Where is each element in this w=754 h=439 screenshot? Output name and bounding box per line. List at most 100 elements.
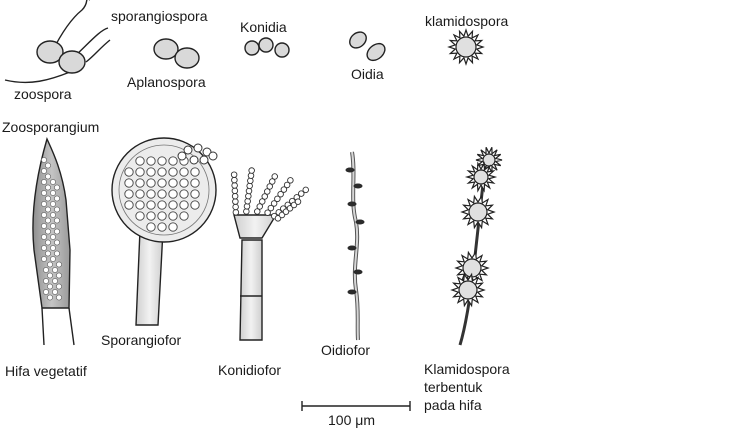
sporangiospore-dot [146,178,156,188]
aplanospore-cell [153,38,179,60]
sporangiospore-dot [179,178,189,188]
zoospore-dot [56,294,62,301]
oidium-mark [347,201,357,207]
conidium-in-chain [294,198,302,205]
sporangiospore-dot [157,189,167,199]
conidium-in-chain [231,192,239,200]
zoospore-dot [45,250,51,257]
conidium-in-chain [269,178,276,185]
sporangiospore-dot [157,222,167,232]
label-sporangiofor: Sporangiofor [101,332,182,348]
sporangiospore-dot [179,211,189,221]
aplanospore-cell [174,47,200,69]
conidiophore-stalk [239,239,263,341]
zoospore-dots [41,157,62,301]
conidium-in-chain [231,176,238,184]
sporangiospore-dot [124,178,134,188]
klamidospora-figure [447,28,485,66]
zoospore-dot [45,195,51,202]
conidium-in-chain [231,187,239,195]
hypha-stalk [41,307,75,346]
conidium [258,37,274,53]
oidium-mark [347,245,357,251]
sporangiospore-dot [124,167,134,177]
label-klamidospora: klamidospora [425,13,508,29]
conidium-in-chain [256,203,264,210]
sporangiospore-dot [157,178,167,188]
zoospore-dot [50,190,56,196]
flagellum [4,71,71,84]
oidia-on-hypha [345,167,365,295]
zoospora-figure [4,0,111,84]
sporangiofor-figure [111,137,218,326]
released-spore [193,143,203,153]
zoospore-dot [54,195,60,202]
oidia-figure [349,31,386,62]
conidium-in-chain [232,203,239,211]
conidium-in-chain [248,167,255,174]
conidium-in-chain [270,200,278,207]
sporangiospore-dot [168,167,178,177]
conidium-in-chain [232,198,239,205]
zoospore-dot [47,261,53,268]
sporangiospore-dot [135,200,145,210]
label-zoosporangium: Zoosporangium [2,119,99,135]
oidium-mark [355,219,365,225]
zoospore-dot [41,245,47,251]
zoospore-dot [41,190,47,196]
zoospore-dot [54,206,60,213]
conidium-in-chain [287,177,294,184]
chlamydospore-chain [450,147,503,308]
zoospore-dot [54,250,60,257]
sporangiospore-dot [146,200,156,210]
zoospore-dot [41,234,47,240]
oidium-mark [353,269,363,275]
conidium-in-chain [267,204,275,212]
zoospore-dot [43,267,49,273]
label-oidia: Oidia [351,66,384,82]
sporangiospore-dot [135,156,145,166]
zoospore-dot [41,212,47,218]
zoospore-dot [54,184,60,191]
zoospore-dot [52,267,58,273]
label-sporangiospora: sporangiospora [111,8,208,24]
sporangiospore-dot [124,189,134,199]
zoospore-dot [41,157,47,163]
conidium-in-chain [283,181,291,189]
conidium-in-chain [271,173,279,180]
sporangiospore-dot [135,178,145,188]
zoospore-dot [41,223,47,229]
zoospore-dot [45,217,51,224]
sporangiospore-dot [157,211,167,221]
conidium-in-chain [253,208,261,215]
sporangiospore-dot [190,200,200,210]
released-spore [199,155,209,165]
zoospore-dot [43,289,49,295]
zoospore-dot [54,217,60,224]
oidium-mark [347,289,357,295]
zoospore-dot [54,239,60,246]
zoospore-dot [50,223,56,229]
sporangiospore-dot [157,167,167,177]
zoospore-dot [47,272,53,279]
conidium [244,40,260,56]
conidium-in-chain [264,209,271,216]
sporangiospore-dot [135,167,145,177]
oidium-cell [349,31,367,49]
zoospore-dot [47,294,53,301]
label-klamidospora-hifa-2: terbentuk [424,379,483,395]
label-zoospora: zoospora [14,86,72,102]
zoospore-cell [36,40,64,64]
conidium-in-chain [302,186,310,194]
zoospore-dot [56,283,62,290]
sporangiospore-dot [179,167,189,177]
oidium-mark [353,183,363,189]
released-spore [208,151,218,161]
zoospore-dot [50,245,56,251]
chlamydospore [458,280,478,300]
released-spores [177,143,218,165]
flagellum [85,39,111,63]
released-spore [183,145,193,155]
oidium-mark [345,167,355,173]
